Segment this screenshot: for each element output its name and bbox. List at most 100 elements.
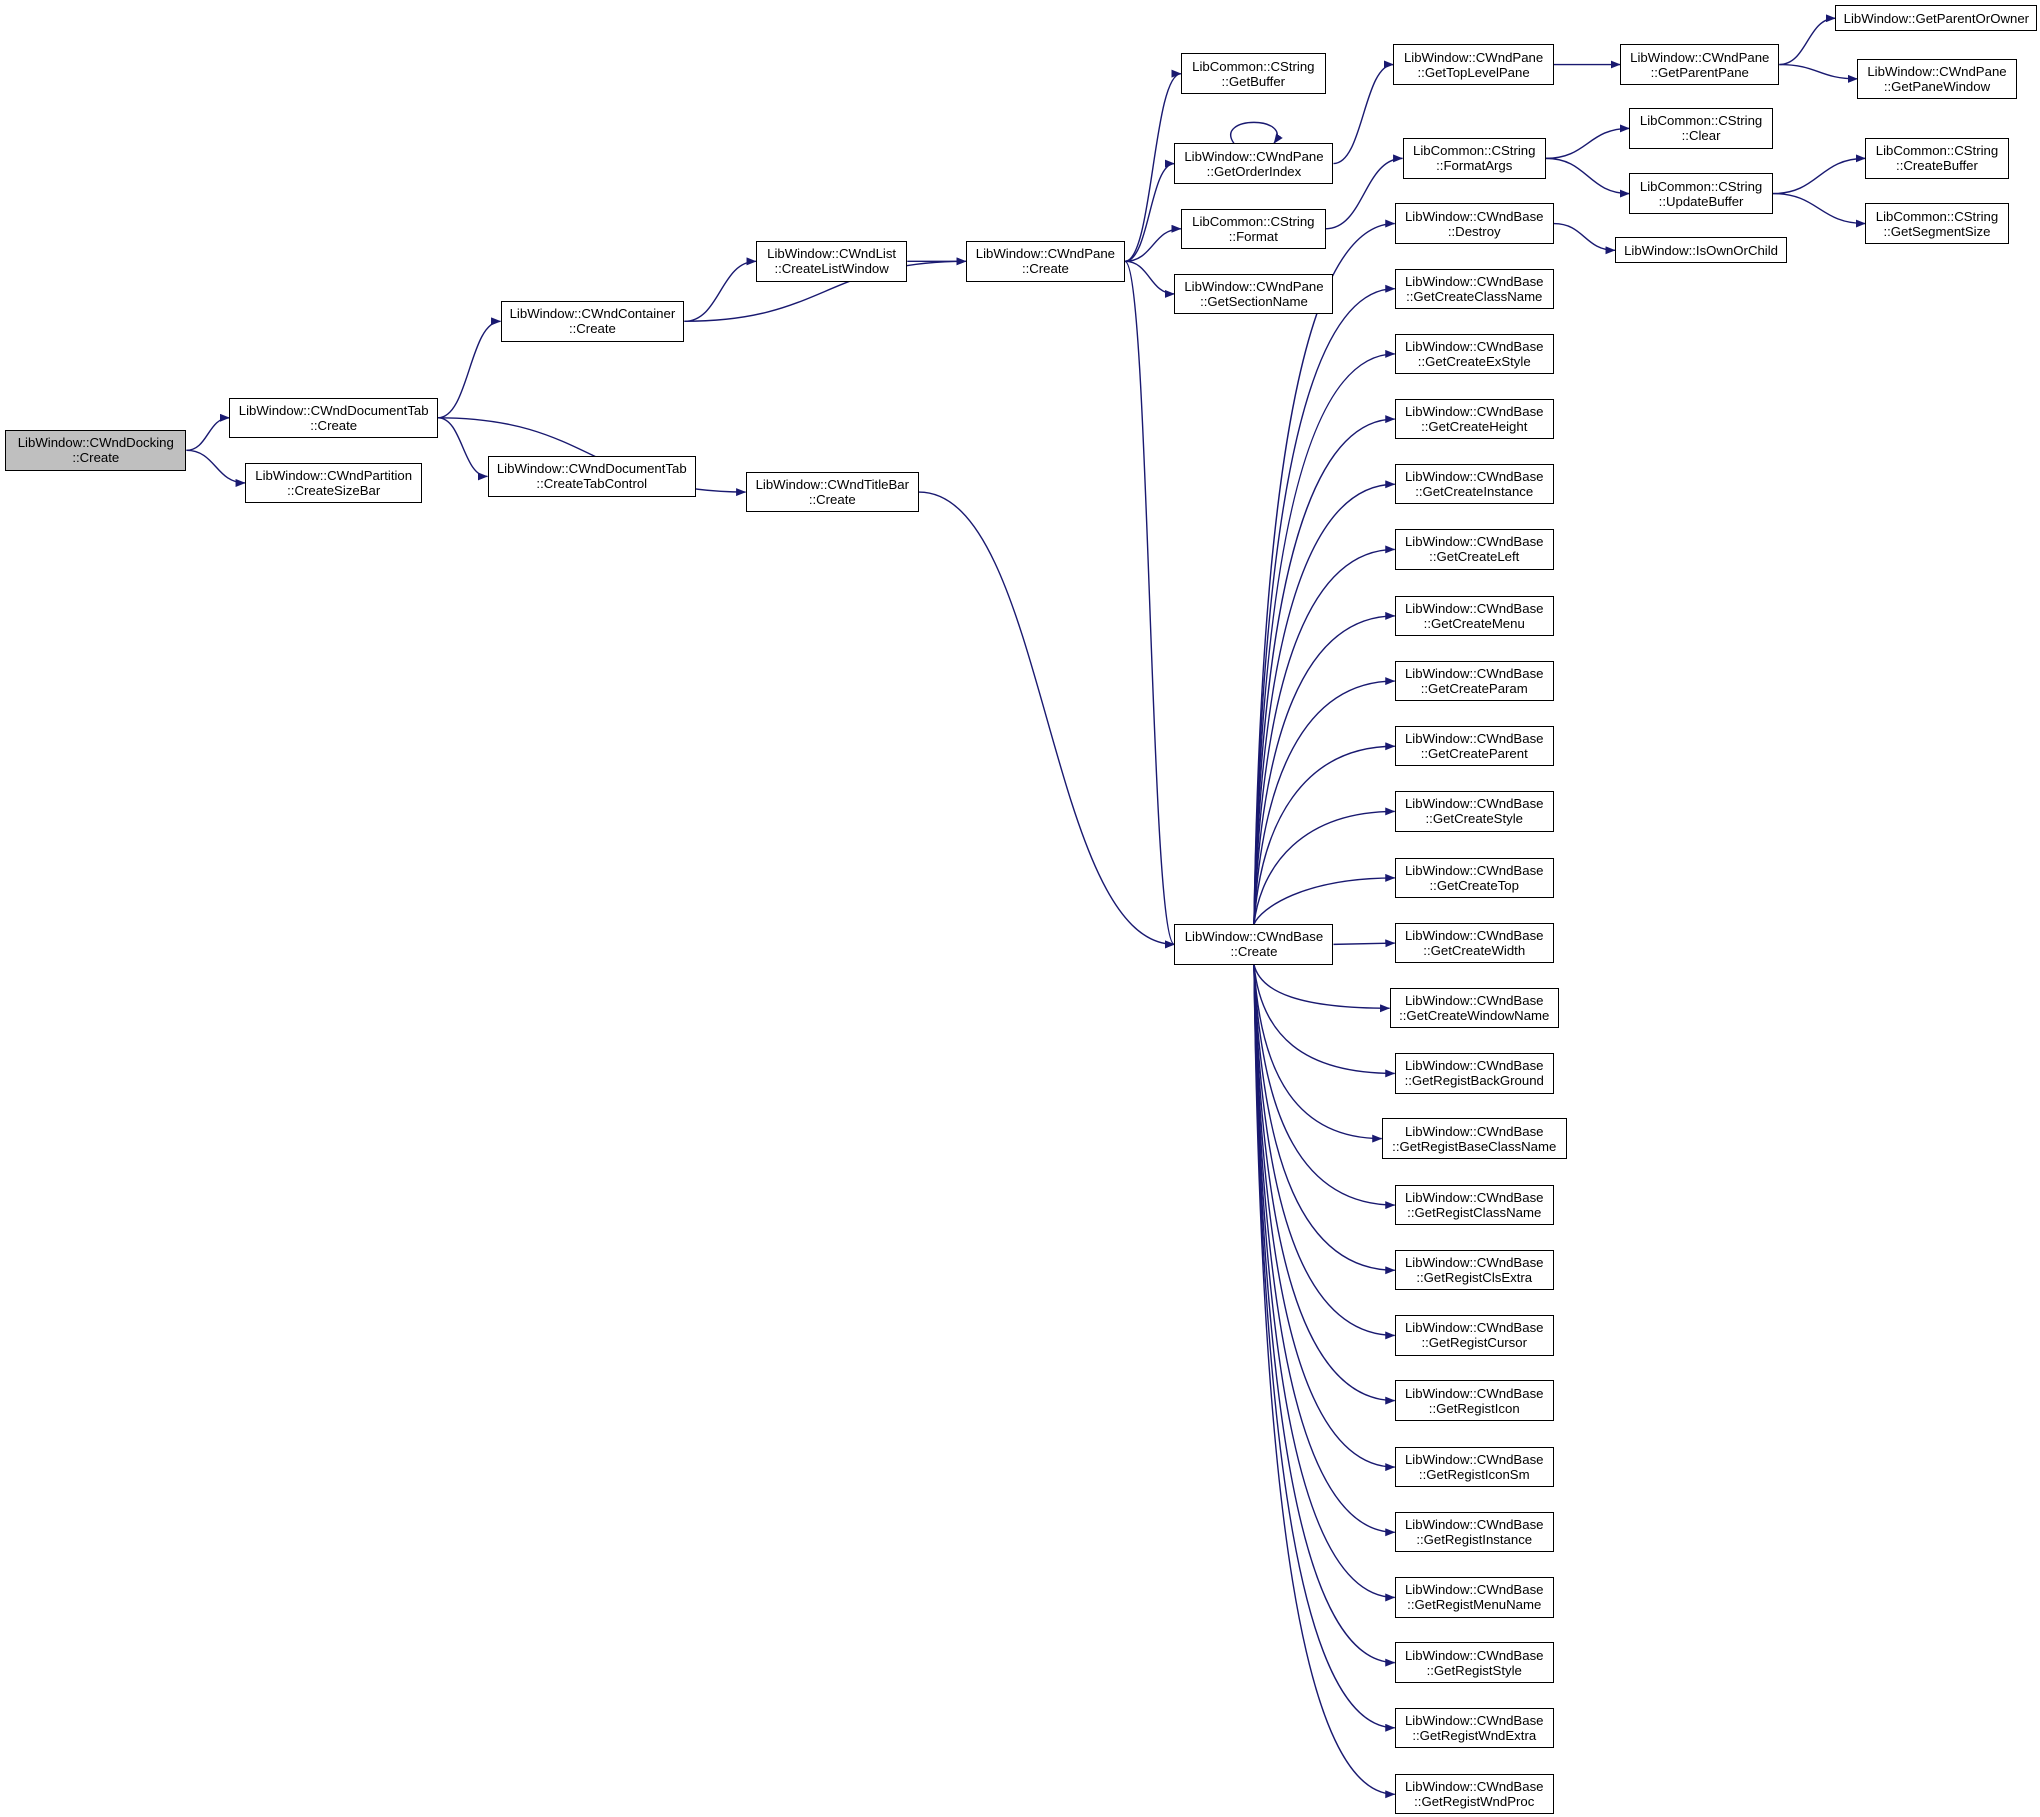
node-label: LibWindow::CWndBase xyxy=(1404,600,1544,616)
node-label: ::CreateTabControl xyxy=(536,476,648,492)
node-label: ::GetCreateClassName xyxy=(1406,288,1543,304)
node-b_getRegistClsExtra[interactable]: LibWindow::CWndBase::GetRegistClsExtra xyxy=(1394,1250,1554,1291)
node-baseCreate[interactable]: LibWindow::CWndBase::Create xyxy=(1174,924,1334,965)
node-segmentSize[interactable]: LibCommon::CString::GetSegmentSize xyxy=(1865,203,2009,244)
node-b_getRegistMenuName[interactable]: LibWindow::CWndBase::GetRegistMenuName xyxy=(1394,1577,1554,1618)
node-paneWindow[interactable]: LibWindow::CWndPane::GetPaneWindow xyxy=(1857,58,2017,100)
node-label: ::GetCreateWindowName xyxy=(1399,1008,1550,1024)
node-b_getRegistBackGround[interactable]: LibWindow::CWndBase::GetRegistBackGround xyxy=(1394,1053,1554,1094)
edge-baseCreate-to-b_getRegistWndProc xyxy=(1253,964,1396,1799)
node-label: LibCommon::CString xyxy=(1639,113,1763,129)
node-label: ::GetCreateParent xyxy=(1420,746,1528,762)
node-label: ::CreateListWindow xyxy=(774,261,889,277)
node-label: LibWindow::CWndBase xyxy=(1404,273,1544,289)
node-b_getRegistClassName[interactable]: LibWindow::CWndBase::GetRegistClassName xyxy=(1394,1184,1554,1226)
node-label: LibWindow::CWndBase xyxy=(1404,1190,1544,1206)
node-b_getRegistInstance[interactable]: LibWindow::CWndBase::GetRegistInstance xyxy=(1394,1512,1554,1553)
node-paneCreate[interactable]: LibWindow::CWndPane::Create xyxy=(965,241,1125,282)
node-label: ::GetParentPane xyxy=(1650,64,1749,80)
node-b_getRegistIcon[interactable]: LibWindow::CWndBase::GetRegistIcon xyxy=(1394,1380,1554,1421)
node-b_getRegistStyle[interactable]: LibWindow::CWndBase::GetRegistStyle xyxy=(1394,1642,1554,1683)
node-label: LibWindow::CWndBase xyxy=(1404,1320,1544,1336)
node-parentOrOwner[interactable]: LibWindow::GetParentOrOwner xyxy=(1835,5,2038,32)
node-updateBuffer[interactable]: LibCommon::CString::UpdateBuffer xyxy=(1629,173,1773,214)
node-label: LibWindow::CWndPane xyxy=(1184,148,1324,164)
node-label: ::Destroy xyxy=(1447,223,1501,239)
node-label: LibWindow::IsOwnOrChild xyxy=(1624,242,1778,258)
node-b_getRegistBaseClassName[interactable]: LibWindow::CWndBase::GetRegistBaseClassN… xyxy=(1381,1118,1567,1159)
node-label: LibWindow::CWndBase xyxy=(1404,1779,1544,1795)
node-clear[interactable]: LibCommon::CString::Clear xyxy=(1629,108,1773,149)
node-label: LibWindow::CWndBase xyxy=(1404,1517,1544,1533)
node-b_getCreateWidth[interactable]: LibWindow::CWndBase::GetCreateWidth xyxy=(1394,922,1554,964)
node-label: ::Create xyxy=(808,492,856,508)
node-destroy[interactable]: LibWindow::CWndBase::Destroy xyxy=(1394,203,1554,244)
node-b_getCreateClassName[interactable]: LibWindow::CWndBase::GetCreateClassName xyxy=(1394,268,1554,309)
node-parentPane[interactable]: LibWindow::CWndPane::GetParentPane xyxy=(1620,44,1780,85)
node-b_getCreateHeight[interactable]: LibWindow::CWndBase::GetCreateHeight xyxy=(1394,398,1554,440)
node-label: ::Clear xyxy=(1681,128,1721,144)
node-label: LibCommon::CString xyxy=(1639,178,1763,194)
edge-format-to-formatArgs xyxy=(1325,154,1404,230)
node-b_getCreateLeft[interactable]: LibWindow::CWndBase::GetCreateLeft xyxy=(1394,529,1554,570)
edge-baseCreate-to-b_getRegistClassName xyxy=(1253,964,1396,1210)
node-b_getCreateParent[interactable]: LibWindow::CWndBase::GetCreateParent xyxy=(1394,726,1554,767)
node-partitionSizeBar[interactable]: LibWindow::CWndPartition::CreateSizeBar xyxy=(245,462,423,504)
node-b_getRegistCursor[interactable]: LibWindow::CWndBase::GetRegistCursor xyxy=(1394,1315,1554,1356)
node-label: LibWindow::CWndBase xyxy=(1404,208,1544,224)
node-orderIndex[interactable]: LibWindow::CWndPane::GetOrderIndex xyxy=(1174,143,1334,184)
node-b_getCreateInstance[interactable]: LibWindow::CWndBase::GetCreateInstance xyxy=(1394,464,1554,505)
node-label: LibWindow::CWndBase xyxy=(1404,1058,1544,1074)
edge-baseCreate-to-b_getRegistCursor xyxy=(1253,964,1396,1340)
node-label: LibWindow::CWndBase xyxy=(1404,862,1544,878)
node-label: ::GetCreateInstance xyxy=(1415,484,1534,500)
node-createBuffer[interactable]: LibCommon::CString::CreateBuffer xyxy=(1865,138,2009,179)
node-label: ::Create xyxy=(1230,944,1278,960)
edge-baseCreate-to-b_getRegistWndExtra xyxy=(1253,964,1396,1732)
node-label: ::GetCreateTop xyxy=(1429,877,1519,893)
node-docTabCreate[interactable]: LibWindow::CWndDocumentTab::Create xyxy=(229,397,438,438)
node-label: LibWindow::CWndPane xyxy=(1867,63,2007,79)
node-label: LibWindow::CWndDocking xyxy=(17,435,174,451)
edge-containerCreate-to-paneCreate xyxy=(684,257,967,323)
node-titleBarCreate[interactable]: LibWindow::CWndTitleBar::Create xyxy=(745,471,919,513)
node-label: ::GetSegmentSize xyxy=(1883,223,1991,239)
node-label: LibWindow::CWndBase xyxy=(1404,796,1544,812)
node-b_getCreateExStyle[interactable]: LibWindow::CWndBase::GetCreateExStyle xyxy=(1394,333,1554,375)
edge-baseCreate-to-b_getRegistMenuName xyxy=(1253,964,1396,1602)
node-b_getCreateWindowName[interactable]: LibWindow::CWndBase::GetCreateWindowName xyxy=(1389,988,1559,1029)
node-b_getCreateStyle[interactable]: LibWindow::CWndBase::GetCreateStyle xyxy=(1394,791,1554,832)
node-b_getCreateTop[interactable]: LibWindow::CWndBase::GetCreateTop xyxy=(1394,857,1554,899)
node-b_getRegistWndProc[interactable]: LibWindow::CWndBase::GetRegistWndProc xyxy=(1394,1774,1554,1815)
node-containerCreate[interactable]: LibWindow::CWndContainer::Create xyxy=(500,301,685,342)
node-formatArgs[interactable]: LibCommon::CString::FormatArgs xyxy=(1402,138,1546,179)
node-label: ::Create xyxy=(568,321,616,337)
node-sectionName[interactable]: LibWindow::CWndPane::GetSectionName xyxy=(1174,273,1334,315)
edge-baseCreate-to-b_getCreateTop xyxy=(1253,873,1396,925)
node-label: ::GetRegistBackGround xyxy=(1404,1073,1544,1089)
node-topLevelPane[interactable]: LibWindow::CWndPane::GetTopLevelPane xyxy=(1393,44,1554,85)
node-listWindow[interactable]: LibWindow::CWndList::CreateListWindow xyxy=(756,241,908,282)
node-label: ::GetCreateStyle xyxy=(1425,811,1523,827)
node-label: LibWindow::CWndList xyxy=(767,246,897,262)
node-b_getRegistWndExtra[interactable]: LibWindow::CWndBase::GetRegistWndExtra xyxy=(1394,1707,1554,1748)
node-format[interactable]: LibCommon::CString::Format xyxy=(1180,208,1326,249)
node-root[interactable]: LibWindow::CWndDocking::Create xyxy=(5,430,187,471)
node-label: ::GetRegistMenuName xyxy=(1407,1597,1542,1613)
node-label: LibWindow::CWndBase xyxy=(1404,534,1544,550)
node-getBuffer[interactable]: LibCommon::CString::GetBuffer xyxy=(1180,53,1326,94)
edge-destroy-to-isOwnOrChild xyxy=(1553,222,1616,255)
node-docTabCtrl[interactable]: LibWindow::CWndDocumentTab::CreateTabCon… xyxy=(487,456,697,497)
node-label: LibWindow::CWndBase xyxy=(1404,993,1544,1009)
node-b_getCreateMenu[interactable]: LibWindow::CWndBase::GetCreateMenu xyxy=(1394,595,1554,637)
node-label: LibWindow::CWndBase xyxy=(1184,929,1324,945)
node-b_getRegistIconSm[interactable]: LibWindow::CWndBase::GetRegistIconSm xyxy=(1394,1446,1554,1488)
edge-orderIndex-to-topLevelPane xyxy=(1333,60,1394,165)
node-label: ::UpdateBuffer xyxy=(1658,193,1744,209)
node-label: LibCommon::CString xyxy=(1875,208,1999,224)
node-label: LibWindow::CWndBase xyxy=(1404,1385,1544,1401)
node-b_getCreateParam[interactable]: LibWindow::CWndBase::GetCreateParam xyxy=(1394,660,1554,702)
node-isOwnOrChild[interactable]: LibWindow::IsOwnOrChild xyxy=(1615,237,1788,264)
